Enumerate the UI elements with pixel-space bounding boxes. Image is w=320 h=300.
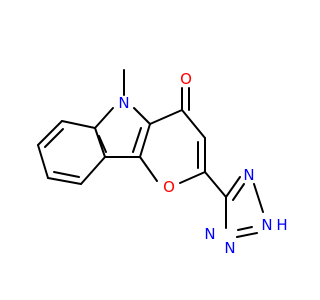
bond-c4-c3: [181, 109, 206, 139]
bonds: [37, 69, 264, 238]
atom-ring-o: O: [163, 178, 175, 196]
molecule-structure: N O O N N H N N: [37, 69, 288, 257]
bond-tz-n4-n3: [253, 183, 264, 213]
bond-tz-n2-n1-inner: [237, 226, 253, 231]
bond-tz-c-n4: [225, 176, 241, 198]
bond-benz-5: [80, 156, 106, 185]
bond-benz-6-inner: [98, 135, 107, 153]
bond-c4a-c4: [149, 109, 183, 125]
bond-c9a-c5a: [94, 127, 106, 158]
atom-tetrazole-n-left: N: [204, 225, 215, 243]
bond-tz-n2-n1: [236, 232, 258, 238]
atom-carbonyl-o: O: [180, 70, 192, 88]
bond-tz-c-n4-inner: [232, 183, 245, 201]
bond-c2-tetrazole: [204, 171, 227, 198]
bond-c9b-c4a-inner: [132, 127, 142, 153]
bond-benz-3: [37, 144, 49, 179]
atom-labels: N O O N N H N N: [118, 70, 287, 257]
bond-c9b-c4a: [139, 123, 151, 158]
bond-benz-2-inner: [44, 128, 64, 148]
bond-benz-2: [37, 120, 63, 146]
bond-c2-o1: [179, 171, 206, 184]
bond-n-c4a: [133, 107, 151, 125]
bond-benz-4: [47, 177, 82, 185]
atom-tetrazole-nh: N: [261, 216, 272, 234]
atom-tetrazole-n-top: N: [243, 166, 254, 184]
bond-benz-1: [61, 120, 96, 129]
atom-tetrazole-h: H: [276, 216, 287, 234]
bond-o1-c9b: [139, 156, 158, 182]
atom-tetrazole-n-bottom: N: [224, 239, 235, 257]
bond-benz-4-inner: [53, 171, 80, 178]
atom-indole-n: N: [118, 94, 129, 112]
bond-n-c9a: [94, 107, 114, 129]
